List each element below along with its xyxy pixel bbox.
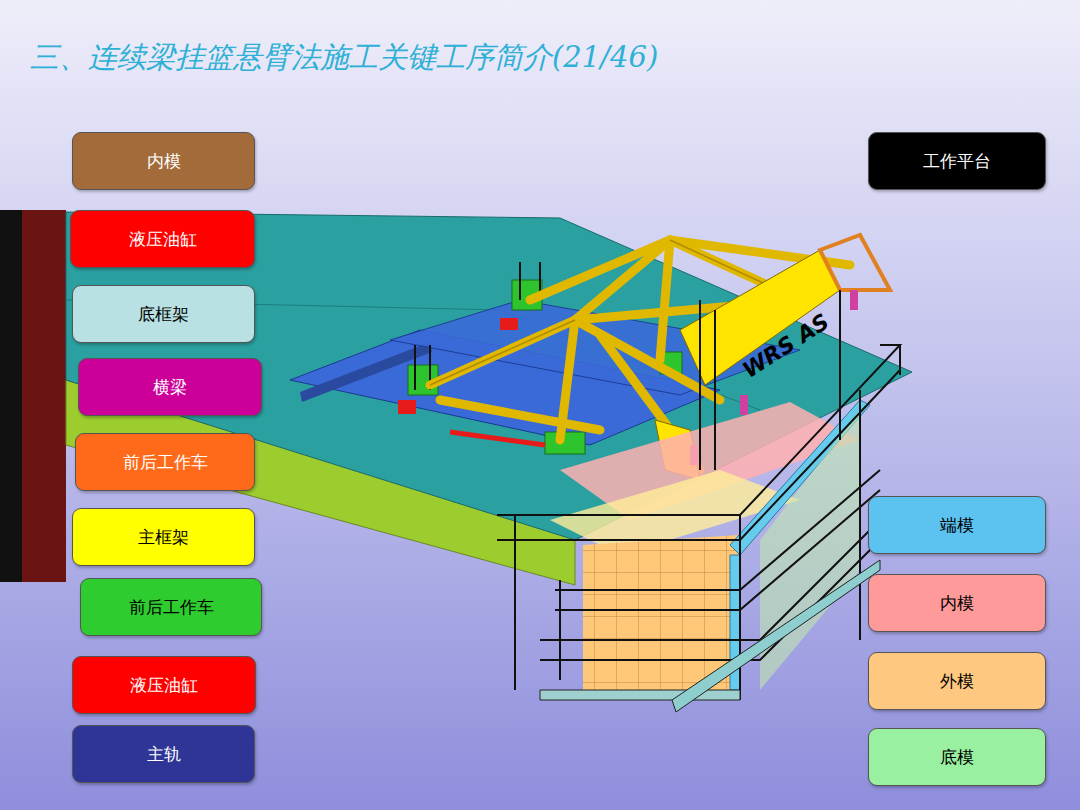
label-box: 底框架 — [72, 285, 255, 343]
front-crossbeam — [680, 250, 840, 385]
part-name: 内模 — [932, 592, 982, 615]
label-box: 液压油缸 — [70, 210, 255, 268]
label-box: 液压油缸 — [72, 656, 256, 714]
label-box: 外模 — [868, 652, 1046, 710]
part-name: 底框架 — [130, 303, 197, 326]
part-name: 前后工作车 — [115, 451, 216, 474]
pier — [0, 210, 66, 582]
label-box: 工作平台 — [868, 132, 1046, 190]
label-box: 主框架 — [72, 508, 255, 566]
part-name: 外模 — [932, 670, 982, 693]
working-platform — [497, 290, 900, 700]
part-name: 端模 — [932, 514, 982, 537]
part-name: 主轨 — [139, 743, 189, 766]
label-box: 前后工作车 — [75, 433, 255, 491]
label-box: 内模 — [72, 132, 255, 190]
pier-edge — [0, 210, 22, 582]
carriage — [408, 280, 682, 454]
hydraulic-cylinder — [398, 318, 545, 445]
part-name: 前后工作车 — [121, 596, 222, 619]
label-box: 内模 — [868, 574, 1046, 632]
part-name: 液压油缸 — [122, 674, 206, 697]
label-box: 端模 — [868, 496, 1046, 554]
part-name: 内模 — [139, 150, 189, 173]
slide-title: 三、连续梁挂篮悬臂法施工关键工序简介(21/46) — [30, 38, 658, 78]
label-box: 主轨 — [72, 725, 255, 783]
label-box: 横梁 — [78, 358, 262, 416]
part-name: 主框架 — [130, 526, 197, 549]
part-name: 液压油缸 — [121, 228, 205, 251]
part-name: 工作平台 — [915, 150, 999, 173]
label-box: 底模 — [868, 728, 1046, 786]
label-box: 前后工作车 — [80, 578, 262, 636]
outer-form — [583, 535, 740, 690]
part-name: 横梁 — [145, 376, 195, 399]
part-name: 底模 — [932, 746, 982, 769]
